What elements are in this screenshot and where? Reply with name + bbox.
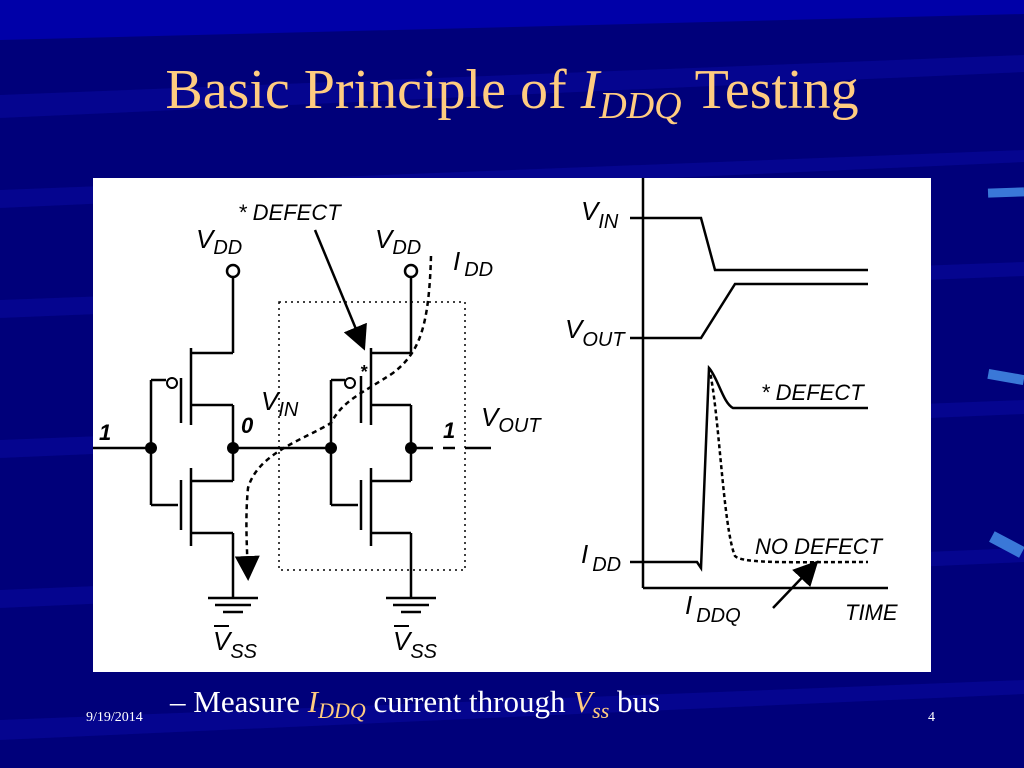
waveform-vout-label: VOUT [565, 314, 626, 351]
defect-curve-label: * DEFECT [761, 380, 865, 405]
vdd-left-terminal [225, 263, 241, 279]
caption-tail-text: bus [609, 684, 661, 719]
vss-left-label: VSS [213, 626, 258, 663]
slide-caption: – Measure IDDQ current through Vss bus [170, 684, 660, 724]
vin-waveform [643, 216, 868, 272]
no-defect-label: NO DEFECT [755, 534, 884, 559]
output-node-dot [405, 442, 417, 454]
caption-vss-sub: ss [592, 698, 610, 723]
defect-label: * DEFECT [238, 200, 342, 225]
page-number: 4 [928, 710, 935, 725]
middle-node-dot [227, 442, 239, 454]
vss-right-label: VSS [393, 626, 438, 663]
node-zero-label: 0 [241, 413, 254, 438]
footer-date: 9/19/2014 [86, 710, 143, 725]
caption-mid-text: current through [365, 684, 574, 719]
title-variable: I [580, 59, 600, 121]
caption-vss-var: V [573, 684, 593, 719]
input-node-dot [145, 442, 157, 454]
pmos-left-bubble [166, 377, 178, 389]
iddq-arrow [772, 560, 819, 609]
vout-label: VOUT [481, 402, 542, 437]
pmos-right-bubble [344, 377, 356, 389]
waveform-axes [630, 178, 888, 590]
caption-dash-text: – Measure [170, 684, 308, 719]
waveform-vin-label: VIN [581, 196, 619, 233]
vin-node-dot [325, 442, 337, 454]
title-tail: Testing [681, 59, 859, 121]
time-axis-label: TIME [845, 600, 898, 625]
left-inverter [93, 278, 331, 614]
slide-title: Basic Principle of IDDQ Testing [0, 62, 1024, 125]
input-one-label: 1 [99, 420, 111, 445]
idd-current-path [234, 255, 433, 581]
title-text: Basic Principle of [165, 59, 581, 121]
caption-iddq-sub: DDQ [318, 698, 366, 723]
vdd-right-label: VDD [375, 224, 421, 259]
vdd-right-terminal [403, 263, 419, 279]
caption-iddq-var: I [307, 684, 319, 719]
title-subscript: DDQ [599, 85, 682, 127]
idd-no-defect-waveform [707, 367, 869, 564]
vin-label: VIN [261, 386, 299, 421]
idd-defect-waveform [643, 364, 868, 572]
vout-waveform [643, 282, 868, 340]
output-one-label: 1 [443, 418, 455, 443]
dotted-enclosure-box [278, 301, 466, 571]
defect-marker: * [360, 362, 368, 382]
defect-arrow [313, 229, 367, 351]
vdd-left-label: VDD [196, 224, 242, 259]
